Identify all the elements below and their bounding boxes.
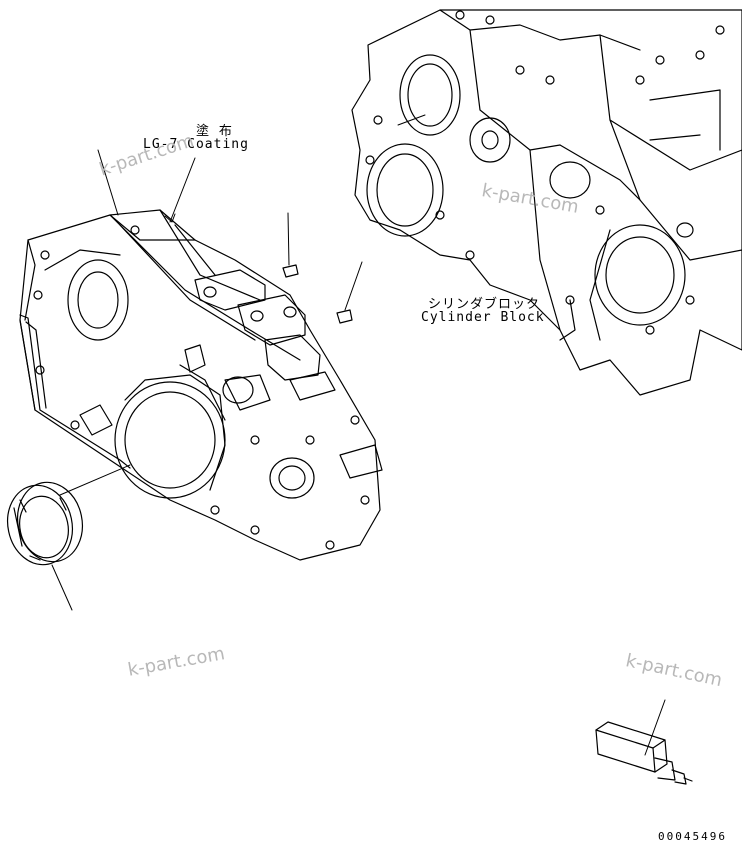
front-cover-illustration	[19, 209, 383, 561]
coating-label-jp: 塗 布	[196, 124, 233, 139]
leader-lines	[51, 114, 666, 756]
cylinder-block-label-en: Cylinder Block	[421, 310, 545, 325]
inset-detail-illustration	[595, 721, 693, 785]
cylinder-block-label-jp: シリンダブロック	[428, 297, 541, 312]
cylinder-block-illustration	[351, 9, 742, 396]
oil-seal-illustration	[7, 481, 83, 566]
coating-label-en: LG-7 Coating	[143, 137, 249, 152]
drawing-code: 00045496	[658, 830, 727, 843]
bolt-illustration	[282, 264, 353, 324]
